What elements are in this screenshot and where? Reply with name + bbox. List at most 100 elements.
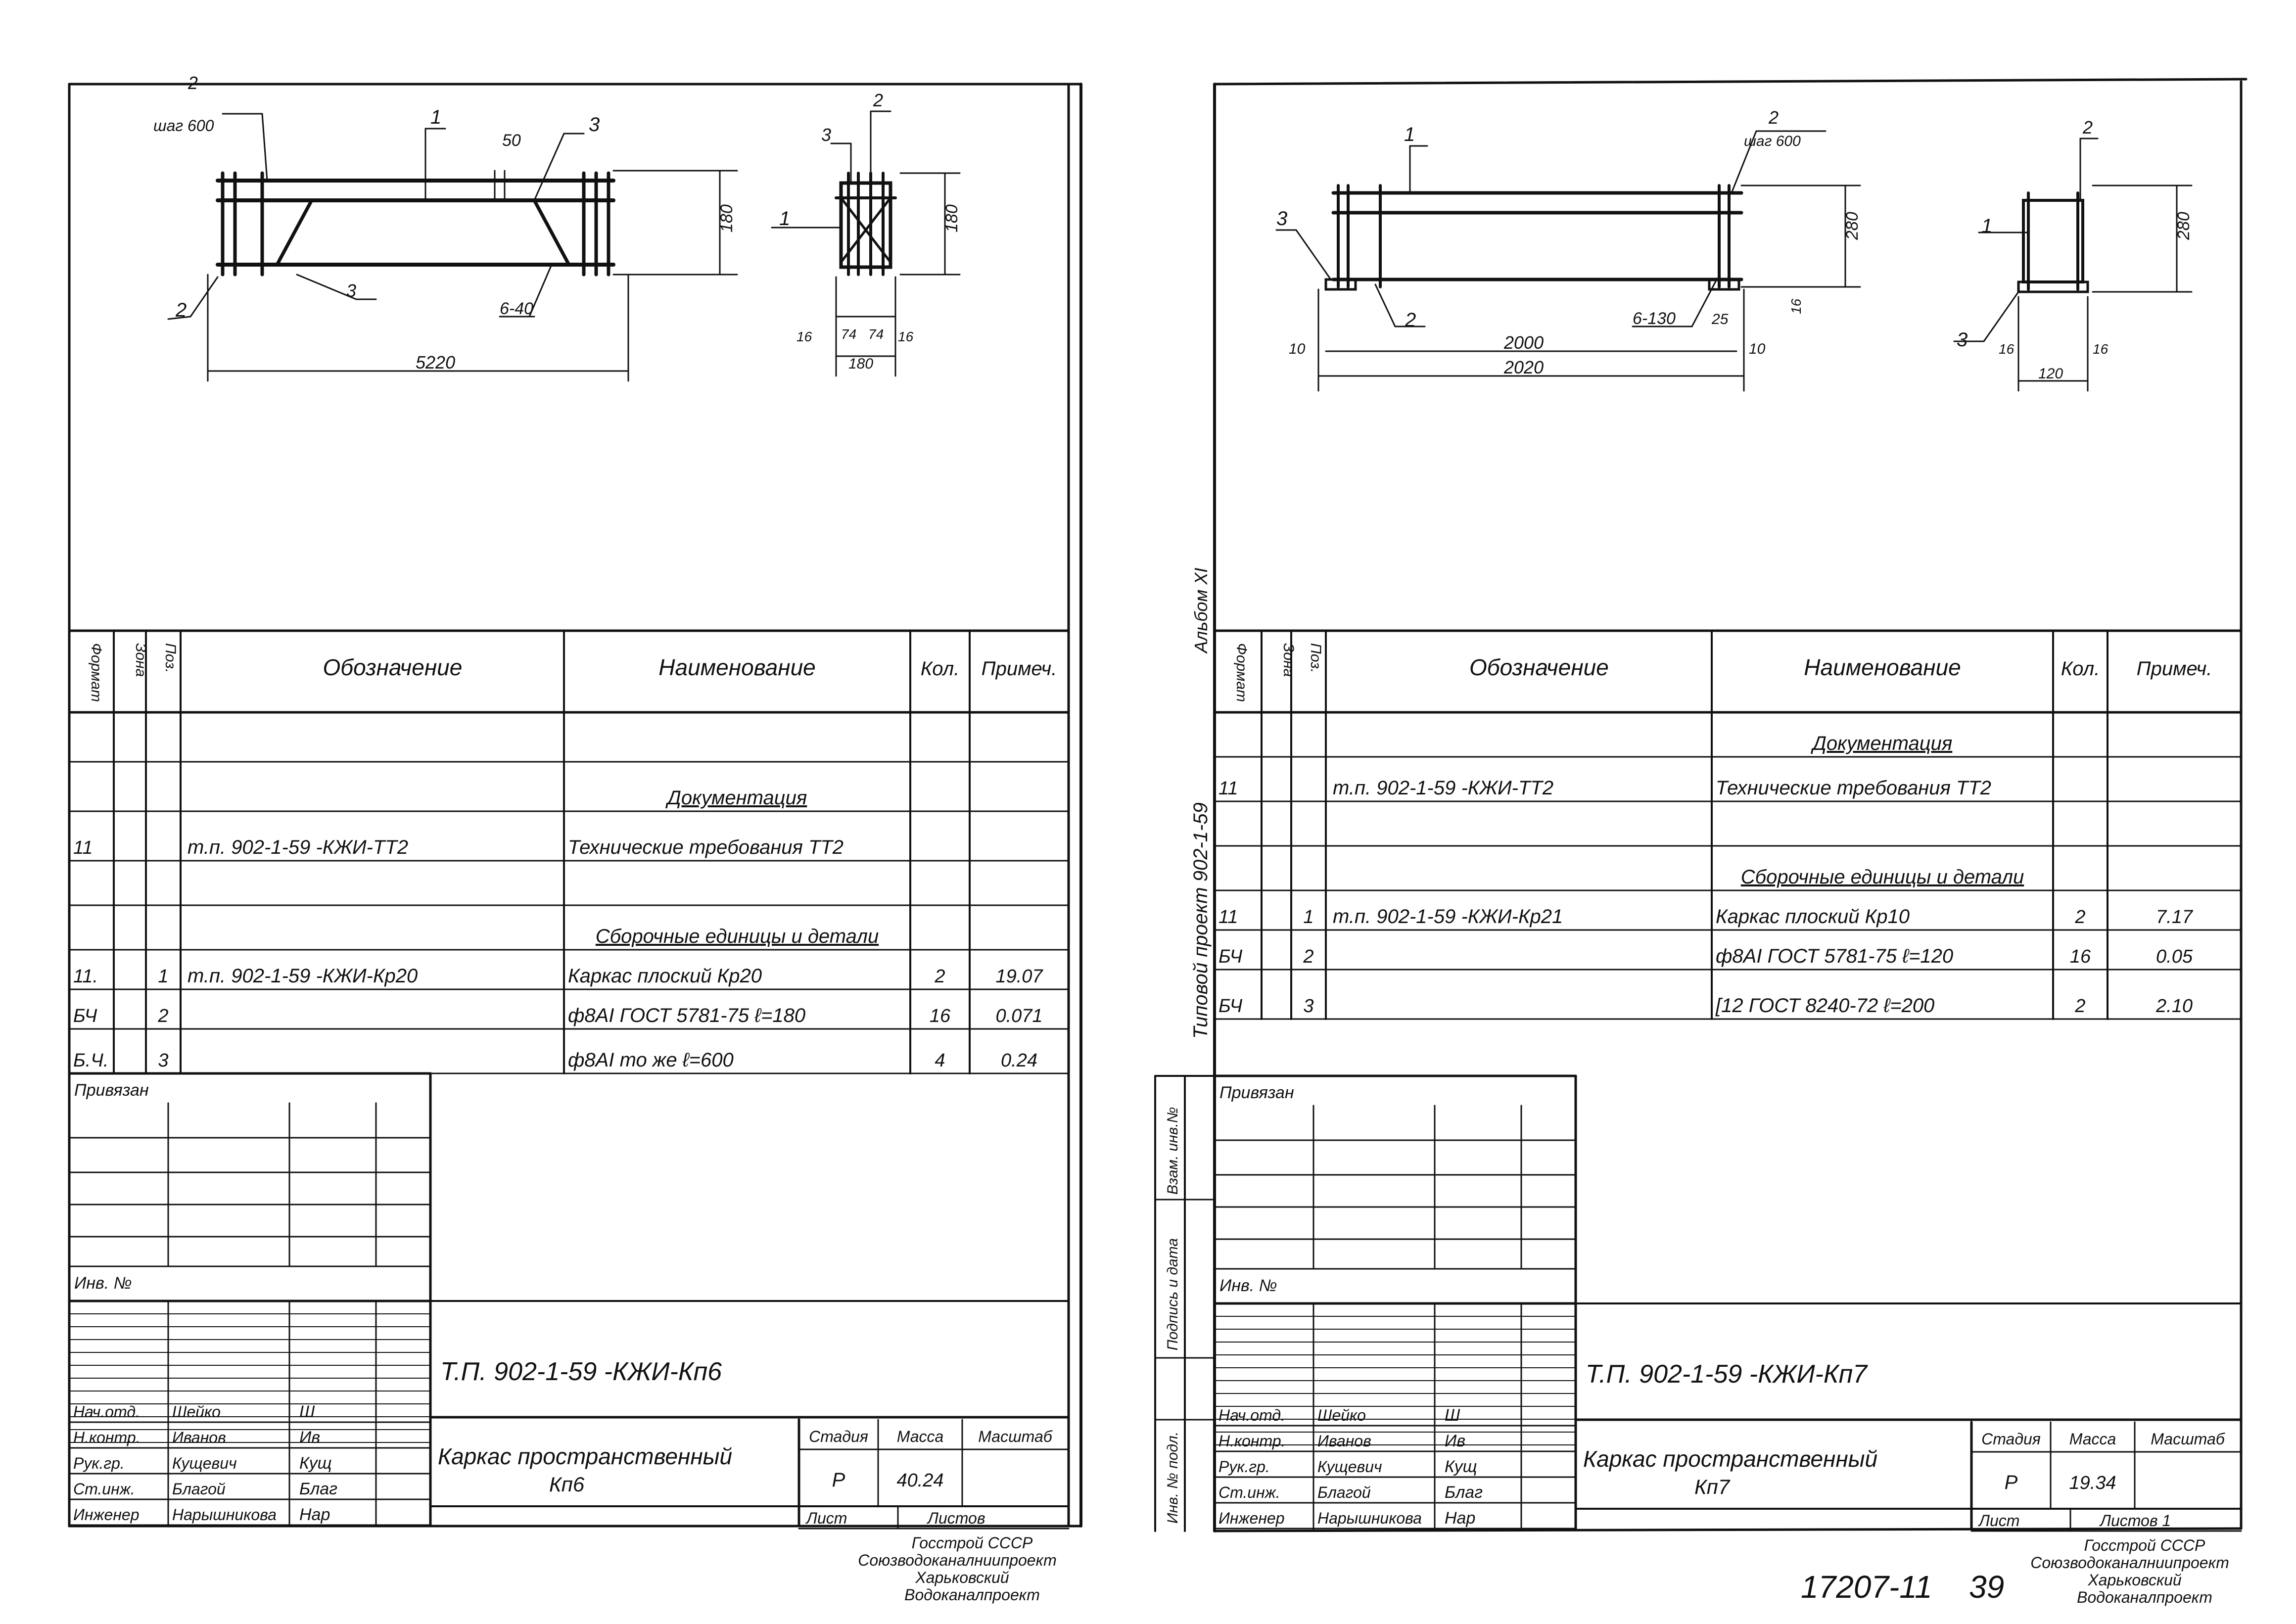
margin-project: Типовой проект 902-1-59 — [1190, 802, 1212, 1039]
stamp-name: Кущевич — [1317, 1458, 1382, 1476]
section-outline — [2022, 199, 2084, 283]
stamp-mass-h: Масса — [2069, 1430, 2116, 1448]
cell-format: 11 — [1218, 778, 1238, 799]
stamp-sheet-h: Лист — [1978, 1512, 2019, 1530]
pos-label: 3 — [1957, 329, 1968, 351]
stamp-privyazan: Привязан — [74, 1081, 149, 1100]
stamp-role: Нач.отд. — [1218, 1406, 1285, 1424]
stamp-stage: Р — [2005, 1472, 2018, 1493]
cell-name: ф8АI ГОСТ 5781-75 ℓ=120 — [1716, 945, 1953, 967]
cell-name: [12 ГОСТ 8240-72 ℓ=200 — [1715, 995, 1934, 1017]
cell-designation: т.п. 902-1-59 -КЖИ-Кр20 — [187, 965, 418, 987]
cell-note: 0.24 — [1001, 1050, 1037, 1071]
dim-label: 16 — [2093, 341, 2109, 357]
dim-label: 180 — [717, 204, 736, 232]
dim-label: 74 — [868, 326, 884, 342]
stamp-code: Т.П. 902-1-59 -КЖИ-Кп7 — [1586, 1360, 1868, 1389]
pos-label: 2 — [1405, 309, 1416, 331]
cell-name: ф8АI то же ℓ=600 — [568, 1049, 734, 1071]
cell-pos: 3 — [1303, 996, 1313, 1017]
header-pos: Поз. — [162, 643, 179, 673]
plate-left — [1324, 278, 1357, 291]
stamp-name: Нарышникова — [172, 1506, 277, 1524]
pos-label: 2 — [1768, 107, 1779, 128]
stamp-role: Рук.гр. — [1218, 1458, 1270, 1476]
dim-label: 280 — [1843, 212, 1862, 240]
leader-2b — [261, 113, 268, 182]
leader-3b — [533, 133, 565, 201]
dim-label: 2000 — [1503, 332, 1544, 353]
stamp-org-2: Союзводоканалниипроект — [2030, 1554, 2229, 1572]
pos-label: 1 — [1404, 124, 1415, 145]
stamp-stage-h: Стадия — [809, 1428, 868, 1445]
cell-designation: т.п. 902-1-59 -КЖИ-Кр21 — [1333, 906, 1563, 928]
cell-name: Сборочные единицы и детали — [596, 926, 879, 947]
cell-note: 19.07 — [995, 966, 1043, 987]
stamp-name: Иванов — [172, 1429, 226, 1446]
stamp-mass: 19.34 — [2069, 1473, 2116, 1493]
leader-3s — [1983, 291, 2019, 342]
leader-step — [1691, 278, 1718, 327]
dim-label: 16 — [898, 329, 914, 344]
stamp-signature: Ив — [299, 1428, 320, 1447]
dim-label: 16 — [1999, 341, 2015, 357]
margin-podpis: Подпись и дата — [1165, 1238, 1181, 1350]
leader-3 — [1295, 229, 1332, 280]
stamp-role: Ст.инж. — [73, 1480, 135, 1498]
stamp-signature: Благ — [299, 1480, 337, 1498]
pos-label: 1 — [779, 208, 790, 230]
margin-invpodl: Инв. № подл. — [1165, 1432, 1181, 1524]
header-name: Наименование — [658, 654, 815, 680]
cell-designation: т.п. 902-1-59 -КЖИ-ТТ2 — [1333, 777, 1553, 799]
stamp-signature: Кущ — [1445, 1457, 1477, 1476]
pos-label: 2 — [175, 299, 187, 321]
stamp-role: Н.контр. — [73, 1429, 141, 1446]
rebar-diagonal-right — [532, 198, 571, 267]
rebar-diagonal-left — [275, 198, 314, 267]
stamp-scale-h: Масштаб — [2151, 1430, 2225, 1448]
stamp-stage-h: Стадия — [1981, 1430, 2041, 1448]
leader-3c — [296, 274, 357, 300]
dim-label: 180 — [942, 204, 961, 232]
dim-label: 2020 — [1503, 357, 1544, 377]
stamp-name: Нарышникова — [1317, 1509, 1422, 1527]
header-format: Формат — [88, 643, 104, 702]
cell-designation: т.п. 902-1-59 -КЖИ-ТТ2 — [187, 836, 408, 858]
stamp-signature: Ш — [299, 1402, 315, 1421]
cell-name: Сборочные единицы и детали — [1741, 866, 2024, 888]
cell-format: БЧ — [1218, 946, 1243, 967]
dim-label: 180 — [848, 356, 873, 372]
header-designation: Обозначение — [1469, 654, 1609, 680]
section-outline — [839, 181, 892, 269]
stamp-sheets-h: Листов — [927, 1509, 985, 1527]
stamp-name: Благой — [1317, 1484, 1371, 1501]
stamp-scale-h: Масштаб — [978, 1428, 1052, 1445]
stamp-org-4: Водоканалпроект — [904, 1586, 1040, 1604]
dim-label: 25 — [1711, 311, 1729, 327]
step-label: шаг 600 — [153, 117, 214, 135]
frame-top — [1213, 78, 2248, 86]
cell-qty: 4 — [935, 1050, 945, 1071]
stamp-role: Н.контр. — [1218, 1432, 1286, 1450]
stamp-signature: Ш — [1445, 1406, 1460, 1425]
cell-pos: 1 — [1303, 907, 1313, 928]
pos-label: 1 — [430, 106, 441, 128]
cell-qty: 2 — [2074, 907, 2085, 928]
header-pos: Поз. — [1308, 643, 1324, 673]
stamp-inv: Инв. № — [1219, 1276, 1277, 1295]
stamp-sheet-h: Лист — [805, 1509, 847, 1527]
header-zone: Зона — [1280, 643, 1297, 677]
pos-label: 1 — [1981, 215, 1992, 237]
cell-pos: 2 — [1303, 946, 1313, 967]
stamp-role: Нач.отд. — [73, 1403, 140, 1421]
stamp-name: Шейко — [172, 1403, 221, 1421]
pos-label: 3 — [346, 280, 356, 301]
cell-qty: 16 — [930, 1006, 951, 1026]
header-format: Формат — [1233, 643, 1250, 702]
doc-number: 17207-11 — [1801, 1569, 1932, 1605]
cell-pos: 3 — [158, 1050, 168, 1071]
dim-label: 16 — [797, 329, 812, 344]
stamp-role: Рук.гр. — [73, 1454, 125, 1472]
stamp-signature: Ив — [1445, 1432, 1465, 1450]
cell-pos: 2 — [157, 1006, 168, 1026]
